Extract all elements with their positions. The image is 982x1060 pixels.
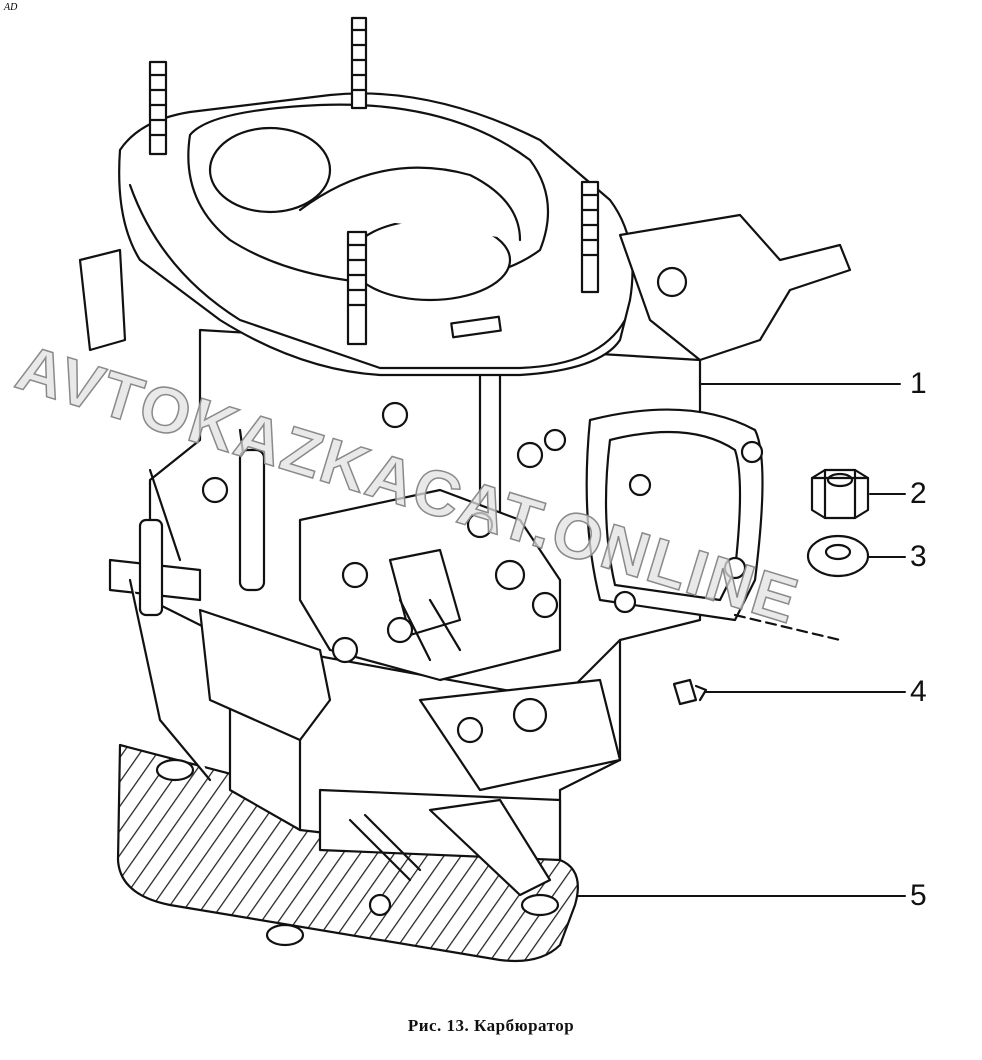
carburetor-body bbox=[78, 248, 842, 917]
callout-1: 1 bbox=[910, 367, 927, 400]
top-flange bbox=[118, 16, 852, 377]
gasket-plate bbox=[116, 743, 579, 963]
leader-lines bbox=[577, 383, 906, 897]
callout-2: 2 bbox=[910, 477, 927, 510]
corner-mark: AD bbox=[4, 2, 18, 13]
plug-part bbox=[672, 678, 708, 706]
figure-caption: Рис. 13. Карбюратор bbox=[407, 1016, 575, 1035]
callout-4: 4 bbox=[910, 675, 927, 708]
nut-part bbox=[810, 468, 870, 520]
callout-3: 3 bbox=[910, 540, 927, 573]
studs bbox=[148, 16, 600, 346]
callout-5: 5 bbox=[910, 879, 927, 912]
washer-part bbox=[806, 534, 870, 578]
